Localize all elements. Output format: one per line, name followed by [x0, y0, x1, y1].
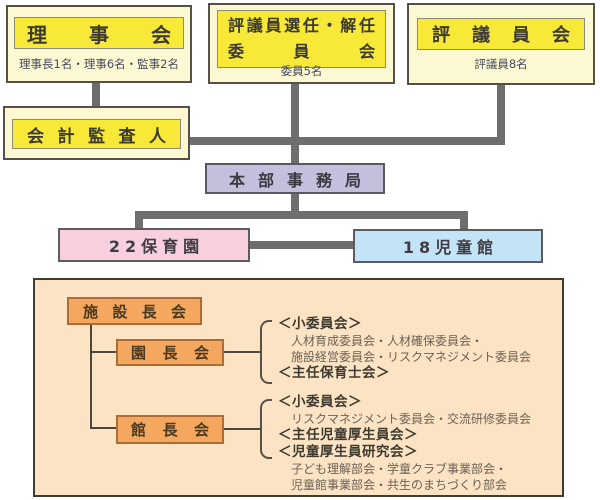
facility-heads-title: 施設長会 [83, 302, 186, 321]
nurseries-box: 22保育園 [58, 228, 250, 262]
connector-upper-bus [190, 137, 505, 145]
accounting-auditor-title-box: 会計監査人 [12, 119, 181, 149]
accounting-auditor-title: 会計監査人 [27, 126, 166, 147]
hall-heads-box: 館長会 [116, 415, 224, 444]
subcommittee-item: 施設経営委員会・リスクマネジメント委員会 [291, 350, 532, 364]
research-item: 児童館事業部会・共生のまちづくり部会 [291, 478, 508, 492]
board-of-councilors-box: 評議員会 評議員8名 [407, 3, 595, 85]
councilor-selection-committee-title-line2: 委員会 [228, 42, 375, 61]
childrens-halls-title: 18児童館 [402, 238, 499, 257]
chief-nursery-teachers-heading: ＜主任保育士会＞ [278, 365, 390, 381]
childrens-halls-box: 18児童館 [353, 229, 543, 263]
board-of-councilors-title: 評議員会 [432, 25, 570, 46]
tree-branch-hall-heads [90, 427, 116, 429]
board-of-councilors-title-box: 評議員会 [417, 18, 585, 50]
connector-hq-down [291, 193, 299, 216]
nurseries-title: 22保育園 [108, 237, 205, 256]
headquarters-office-box: 本部事務局 [205, 163, 385, 194]
tree-branch-nursery-heads [90, 351, 116, 353]
facility-heads-box: 施設長会 [67, 297, 202, 325]
councilor-selection-committee-title-box: 評議員選任・解任 委員会 [217, 10, 386, 68]
connector-down-to-nurseries [135, 211, 143, 229]
link-hall-heads-to-brace [224, 428, 261, 430]
link-nursery-heads-to-brace [224, 351, 261, 353]
chief-child-welfare-heading: ＜主任児童厚生員会＞ [278, 427, 418, 443]
subcommittee-item: リスクマネジメント委員会・交流研修委員会 [291, 412, 532, 426]
board-of-directors-box: 理事会 理事長1名・理事6名・監事2名 [6, 5, 192, 83]
subcommittee-heading: ＜小委員会＞ [278, 316, 362, 332]
research-item: 子ども理解部会・学童クラブ事業部会・ [291, 462, 508, 476]
councilor-selection-committee-box: 評議員選任・解任 委員会 委員5名 [208, 3, 395, 84]
board-of-directors-caption: 理事長1名・理事6名・監事2名 [19, 57, 179, 71]
connector-councilors-down [497, 85, 505, 141]
connector-committee-to-hq [291, 84, 299, 163]
board-of-councilors-caption: 評議員8名 [474, 57, 528, 71]
headquarters-office-title: 本部事務局 [229, 170, 361, 190]
connector-nurseries-halls [250, 241, 353, 249]
board-of-directors-title-box: 理事会 [14, 17, 184, 49]
hall-heads-title: 館長会 [131, 421, 209, 439]
nursery-heads-title: 園長会 [131, 344, 209, 362]
subcommittee-item: 人材育成委員会・人材確保委員会・ [291, 334, 484, 348]
subcommittee-heading: ＜小委員会＞ [278, 394, 362, 410]
board-of-directors-title: 理事会 [27, 22, 171, 47]
lower-panel: 施設長会 園長会 ＜小委員会＞ 人材育成委員会・人材確保委員会・ 施設経営委員会… [33, 278, 564, 497]
nursery-heads-detail: ＜小委員会＞ 人材育成委員会・人材確保委員会・ 施設経営委員会・リスクマネジメン… [278, 316, 531, 382]
accounting-auditor-box: 会計監査人 [3, 106, 190, 160]
connector-lower-bus [135, 211, 468, 219]
connector-down-to-halls [460, 211, 468, 230]
connector-board-to-auditor [92, 83, 100, 106]
nursery-heads-box: 園長会 [116, 339, 224, 366]
child-welfare-research-heading: ＜児童厚生員研究会＞ [278, 444, 418, 460]
left-brace-nursery [260, 320, 272, 384]
left-brace-hall [260, 399, 272, 459]
tree-vertical-line [90, 325, 92, 429]
hall-heads-detail: ＜小委員会＞ リスクマネジメント委員会・交流研修委員会 ＜主任児童厚生員会＞ ＜… [278, 394, 531, 493]
councilor-selection-committee-title-line1: 評議員選任・解任 [228, 16, 375, 35]
councilor-selection-committee-caption: 委員5名 [280, 64, 323, 78]
